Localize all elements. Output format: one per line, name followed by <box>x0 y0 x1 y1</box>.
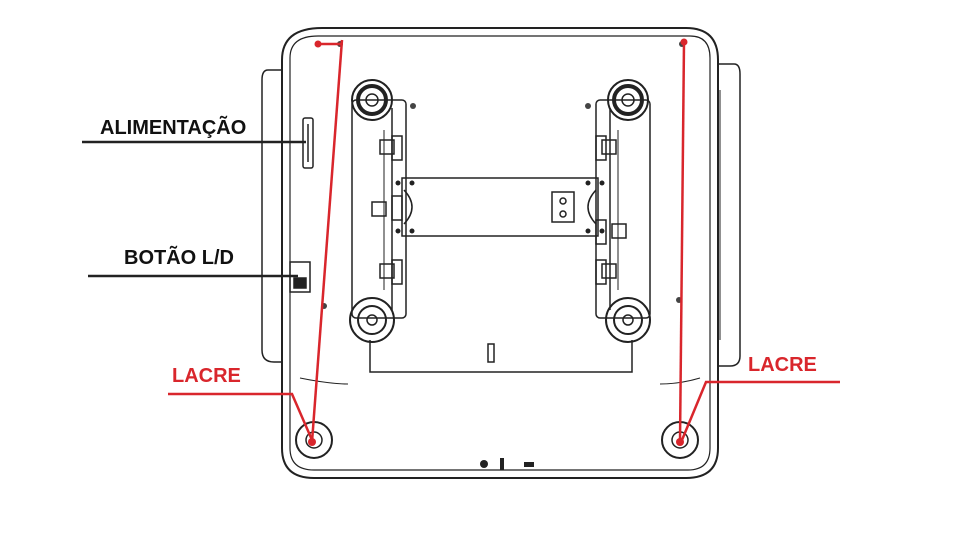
left-side-grip <box>261 69 282 363</box>
screw-holes <box>315 41 685 309</box>
lacre-right-leader <box>680 380 840 441</box>
label-lacre-right: LACRE <box>748 354 817 376</box>
device-body <box>261 27 741 479</box>
lower-platform <box>369 340 633 373</box>
left-top-wheel <box>351 79 393 121</box>
seal-lines <box>310 39 686 443</box>
right-seal-top-point <box>680 38 688 46</box>
center-bracket <box>401 177 599 237</box>
right-top-wheel <box>607 79 649 121</box>
left-seal-line <box>310 39 344 443</box>
label-lacre-left: LACRE <box>172 365 241 387</box>
right-bottom-wheel <box>605 297 651 343</box>
left-rail <box>351 99 407 319</box>
right-rail <box>595 99 651 319</box>
left-bottom-wheel <box>349 297 395 343</box>
bracket-screws <box>395 180 605 234</box>
right-seal-line <box>678 41 686 443</box>
body-outline <box>281 27 719 479</box>
body-inner-outline <box>289 35 711 471</box>
left-corner-arc <box>299 377 349 385</box>
label-alimentacao: ALIMENTAÇÃO <box>100 116 246 139</box>
seal-points <box>308 38 688 446</box>
bottom-indicators <box>480 458 534 470</box>
label-botao: BOTÃO L/D <box>124 246 234 269</box>
left-seal-point <box>308 438 316 446</box>
callout-leaders <box>82 140 840 441</box>
right-side-grip <box>718 63 741 367</box>
lacre-left-leader <box>168 392 314 441</box>
left-seal-top-point <box>314 40 322 48</box>
